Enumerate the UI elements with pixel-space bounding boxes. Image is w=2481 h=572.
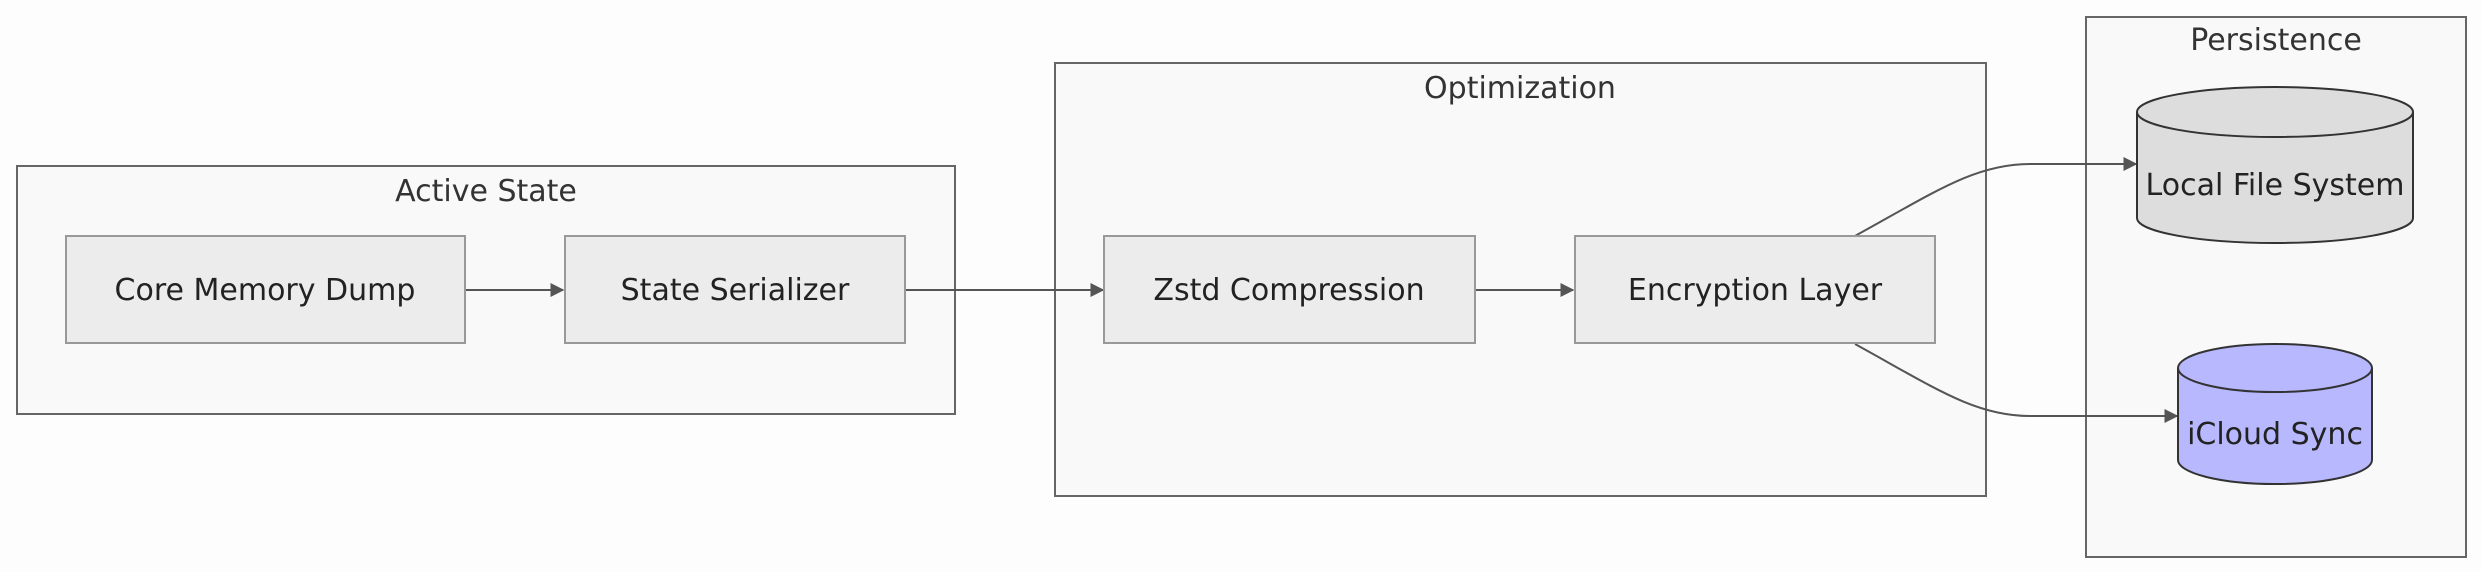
- group-optimization-title: Optimization: [1424, 71, 1616, 106]
- node-state-serializer: State Serializer: [564, 235, 906, 344]
- edges: [465, 157, 2179, 423]
- node-encryption-layer: Encryption Layer: [1574, 235, 1936, 344]
- group-active-state-title: Active State: [395, 174, 577, 209]
- node-zstd-compression-label: Zstd Compression: [1153, 273, 1424, 308]
- edge-encryption-to-localfs: [1854, 157, 2138, 237]
- node-encryption-layer-label: Encryption Layer: [1628, 273, 1883, 308]
- node-core-memory-dump: Core Memory Dump: [65, 235, 466, 344]
- node-local-file-system-label: Local File System: [2146, 168, 2405, 203]
- edge-encryption-to-icloud: [1854, 343, 2179, 423]
- group-persistence-title: Persistence: [2190, 23, 2362, 58]
- node-local-file-system: Local File System: [2136, 86, 2414, 244]
- node-icloud-sync: iCloud Sync: [2177, 343, 2373, 485]
- node-icloud-sync-label: iCloud Sync: [2187, 417, 2363, 452]
- node-core-memory-dump-label: Core Memory Dump: [115, 273, 416, 308]
- node-state-serializer-label: State Serializer: [621, 273, 850, 308]
- node-zstd-compression: Zstd Compression: [1103, 235, 1476, 344]
